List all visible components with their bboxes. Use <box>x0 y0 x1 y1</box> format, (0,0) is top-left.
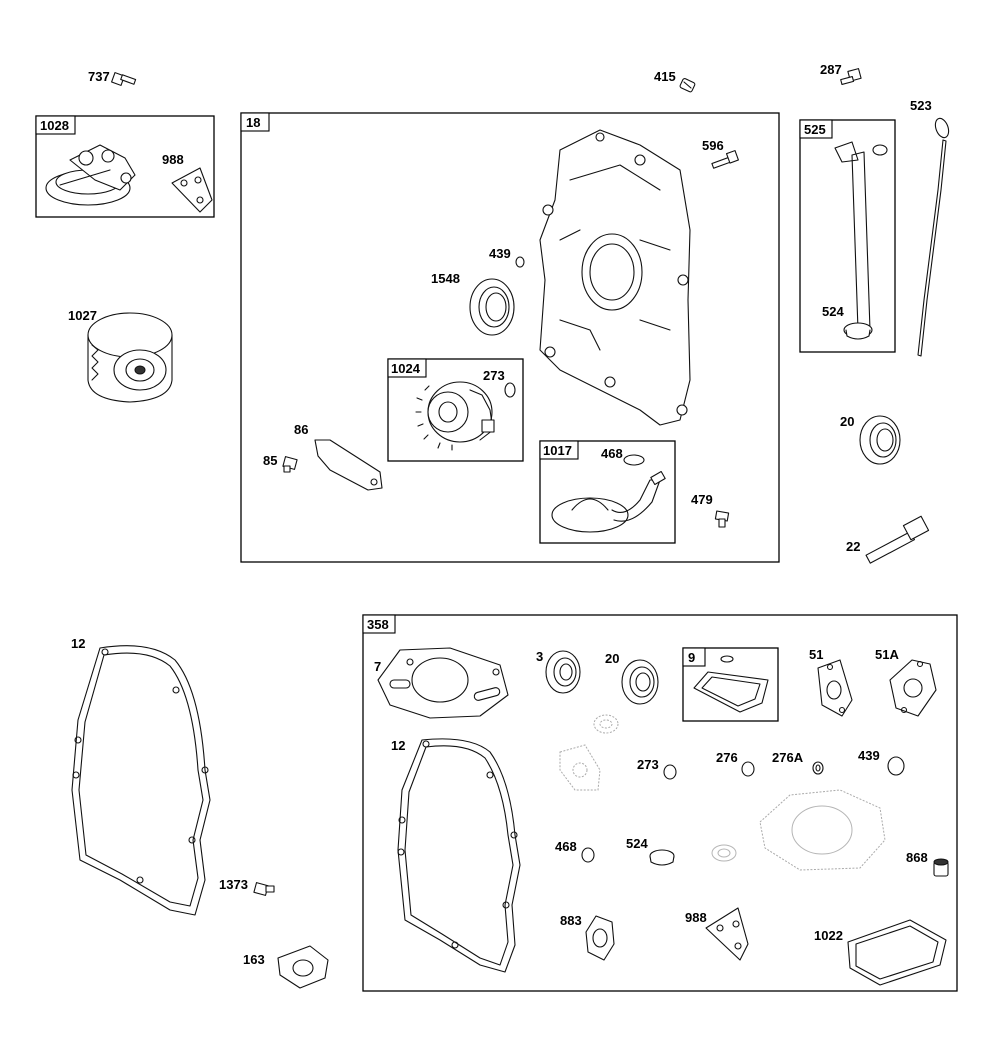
callout-273-top: 273 <box>483 368 505 383</box>
gasket-988-top-drawing <box>171 167 213 213</box>
callout-415: 415 <box>654 69 676 84</box>
valve-seal-868-drawing <box>933 858 949 877</box>
oring-439-top-drawing <box>515 256 525 268</box>
group-box-1028: 1028 <box>35 115 215 218</box>
callout-287: 287 <box>820 62 842 77</box>
oring-273-inner-drawing <box>663 764 677 780</box>
seal-20-inner-drawing <box>621 659 659 705</box>
screw-479-drawing <box>714 510 730 528</box>
oring-276a-drawing <box>812 761 824 775</box>
oring-276-drawing <box>741 761 755 777</box>
callout-163: 163 <box>243 952 265 967</box>
callout-439-inner: 439 <box>858 748 880 763</box>
callout-51a: 51A <box>875 647 899 662</box>
bolt-596-drawing <box>711 150 739 169</box>
group-label-525: 525 <box>804 122 826 137</box>
oring-468-top-drawing <box>623 454 645 466</box>
group-label-9: 9 <box>688 650 695 665</box>
callout-85: 85 <box>263 453 277 468</box>
group-box-1017: 1017 <box>539 440 676 544</box>
callout-883: 883 <box>560 913 582 928</box>
callout-523: 523 <box>910 98 932 113</box>
callout-1548: 1548 <box>431 271 460 286</box>
group-label-358: 358 <box>367 617 389 632</box>
callout-3: 3 <box>536 649 543 664</box>
group-label-1024: 1024 <box>391 361 421 376</box>
oring-468-inner-drawing <box>581 847 595 863</box>
callout-20-right: 20 <box>840 414 854 429</box>
oil-pump-1024-drawing <box>415 381 495 451</box>
crankcase-cover-18-drawing <box>539 129 691 426</box>
callout-12-inner: 12 <box>391 738 405 753</box>
callout-20-inner: 20 <box>605 651 619 666</box>
callout-439-top: 439 <box>489 246 511 261</box>
group-label-18: 18 <box>246 115 260 130</box>
group-label-1017: 1017 <box>543 443 572 458</box>
gasket-883-drawing <box>585 915 615 961</box>
oil-pickup-1017-drawing <box>551 470 666 533</box>
bolt-287-drawing <box>840 68 862 86</box>
oil-filter-1027-drawing <box>87 312 173 403</box>
cover-plate-86-drawing <box>314 439 383 491</box>
callout-276a: 276A <box>772 750 804 765</box>
gasket-12-left-drawing <box>71 645 211 916</box>
gasket-988-inner-drawing <box>705 907 749 961</box>
callout-868: 868 <box>906 850 928 865</box>
gasket-163-drawing <box>277 945 329 989</box>
group-box-18: 18 <box>240 112 780 563</box>
group-box-525: 525 <box>799 119 896 353</box>
head-gasket-7-drawing <box>377 647 509 719</box>
group-box-9: 9 <box>682 647 779 722</box>
callout-7: 7 <box>374 659 381 674</box>
gasket-12-inner-drawing <box>397 738 521 973</box>
seal-20-right-drawing <box>859 415 901 465</box>
callout-524-top: 524 <box>822 304 844 319</box>
oring-273-top-drawing <box>504 382 516 398</box>
callout-51: 51 <box>809 647 823 662</box>
callout-1027: 1027 <box>68 308 97 323</box>
group-box-358: 358 <box>362 614 958 992</box>
seal-3-drawing <box>545 650 581 694</box>
gasket-set-9-drawing <box>693 655 769 713</box>
oring-439-inner-drawing <box>887 756 905 776</box>
gasket-51a-drawing <box>889 659 937 717</box>
callout-988-inner: 988 <box>685 910 707 925</box>
ghost-parts <box>559 714 886 871</box>
plug-524-inner-drawing <box>649 849 675 866</box>
plug-524-top-drawing <box>843 322 873 340</box>
oil-filter-adapter-1028-drawing <box>45 144 136 206</box>
callout-468-inner: 468 <box>555 839 577 854</box>
callout-276: 276 <box>716 750 738 765</box>
group-label-1028: 1028 <box>40 118 69 133</box>
gasket-1022-drawing <box>847 919 947 986</box>
callout-273-inner: 273 <box>637 757 659 772</box>
callout-22: 22 <box>846 539 860 554</box>
seal-1548-drawing <box>469 278 515 336</box>
bolt-737-drawing <box>111 72 137 86</box>
callout-479: 479 <box>691 492 713 507</box>
bolt-22-drawing <box>865 515 930 564</box>
callout-12-left: 12 <box>71 636 85 651</box>
screw-85-drawing <box>282 456 298 473</box>
callout-524-inner: 524 <box>626 836 648 851</box>
callout-1373: 1373 <box>219 877 248 892</box>
callout-86: 86 <box>294 422 308 437</box>
group-box-1024: 1024 <box>387 358 524 462</box>
dipstick-523-drawing <box>917 117 950 357</box>
plug-415-drawing <box>679 78 696 93</box>
dipstick-tube-525-drawing <box>834 141 888 331</box>
callout-468-top: 468 <box>601 446 623 461</box>
screw-1373-drawing <box>253 882 275 896</box>
gasket-51-drawing <box>817 659 853 717</box>
callout-737: 737 <box>88 69 110 84</box>
callout-988-top: 988 <box>162 152 184 167</box>
callout-596: 596 <box>702 138 724 153</box>
callout-1022: 1022 <box>814 928 843 943</box>
